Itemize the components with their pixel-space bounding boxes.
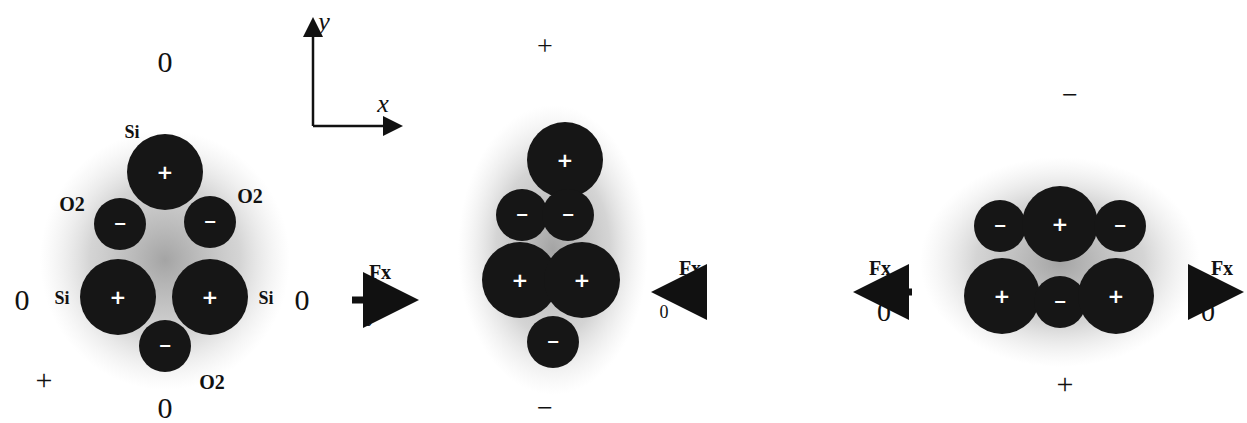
annotation-label: 0 [364, 311, 373, 329]
annotation-label: O2 [199, 372, 225, 392]
charge-sign: + [557, 150, 574, 170]
annotation-label: Fx [369, 262, 391, 282]
annotation-label: 0 [877, 298, 891, 326]
cation-atom: + [172, 259, 248, 335]
annotation-label: + [537, 32, 553, 60]
anion-atom: − [1094, 200, 1146, 252]
annotation-label: − [1062, 81, 1078, 109]
annotation-label: + [1057, 369, 1074, 399]
anion-atom: − [974, 200, 1026, 252]
charge-sign: − [203, 214, 216, 230]
anion-atom: − [184, 196, 236, 248]
electron-cloud [40, 105, 1200, 395]
charge-sign: + [512, 270, 529, 290]
charge-sign: + [994, 286, 1011, 306]
annotation-label: Fx [1211, 258, 1233, 278]
annotation-label: − [537, 394, 553, 422]
cation-atom: + [527, 122, 603, 198]
cation-atom: + [1078, 258, 1154, 334]
charge-sign: + [1052, 214, 1069, 234]
annotation-label: 0 [1201, 298, 1215, 326]
annotation-label: x [377, 91, 389, 117]
annotation-label: O2 [59, 194, 85, 214]
annotation-label: 0 [158, 393, 173, 423]
charge-sign: − [515, 207, 528, 223]
cation-atom: + [544, 242, 620, 318]
axes [313, 22, 398, 126]
charge-sign: − [993, 218, 1006, 234]
annotation-label: y [318, 9, 330, 35]
charge-sign: − [158, 338, 171, 354]
annotation-label: 0 [295, 285, 310, 315]
cation-atom: + [80, 259, 156, 335]
charge-sign: − [113, 216, 126, 232]
annotation-label: Si [124, 123, 139, 141]
charge-sign: + [110, 287, 127, 307]
cation-atom: + [1022, 186, 1098, 262]
annotation-label: Si [54, 289, 69, 307]
charge-sign: + [157, 162, 174, 182]
charge-sign: − [1113, 218, 1126, 234]
annotation-label: Fx [679, 258, 701, 278]
charge-sign: − [561, 207, 574, 223]
annotation-label: 0 [660, 303, 669, 321]
charge-sign: + [1108, 286, 1125, 306]
annotation-label: Fx [869, 258, 891, 278]
cation-atom: + [964, 258, 1040, 334]
annotation-label: 0 [15, 285, 30, 315]
anion-atom: − [139, 320, 191, 372]
annotation-label: Si [258, 289, 273, 307]
anion-atom: − [527, 316, 579, 368]
charge-sign: + [574, 270, 591, 290]
anion-atom: − [542, 189, 594, 241]
annotation-label: 0 [158, 47, 173, 77]
annotation-label: O2 [237, 186, 263, 206]
anion-atom: − [496, 189, 548, 241]
charge-sign: + [202, 287, 219, 307]
annotation-label: + [36, 365, 53, 395]
cation-atom: + [127, 134, 203, 210]
anion-atom: − [94, 198, 146, 250]
charge-sign: − [546, 334, 559, 350]
charge-sign: − [1053, 294, 1066, 310]
